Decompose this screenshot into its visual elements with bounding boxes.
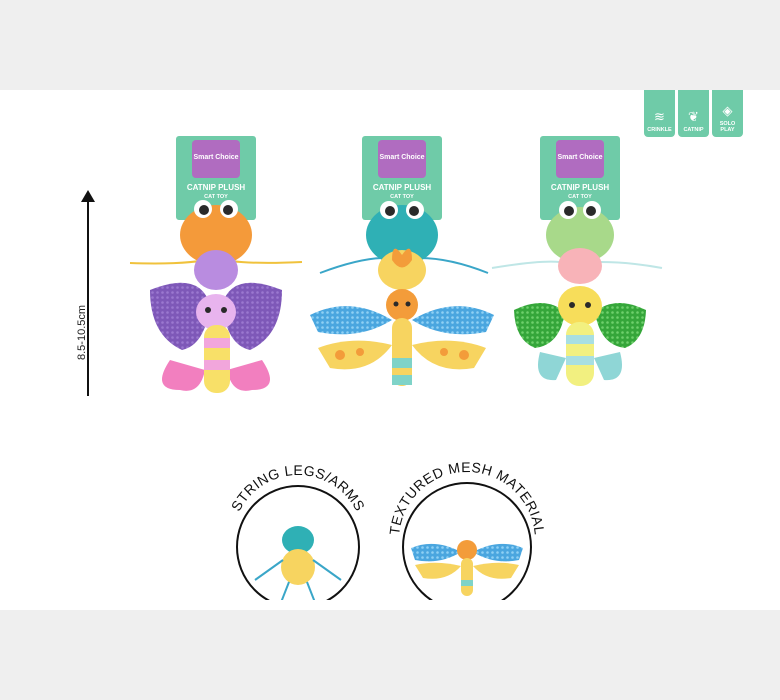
brand-logo: Smart Choice xyxy=(193,154,238,161)
cat-icon: ◈ xyxy=(722,103,733,118)
height-arrow xyxy=(78,190,98,396)
product-title: CATNIP PLUSH xyxy=(373,183,432,192)
toy-butterfly: Smart Choice CATNIP PLUSH CAT TOY xyxy=(129,136,303,393)
badge-label: CATNIP xyxy=(683,127,704,133)
callout-mesh-material: TEXTURED MESH MATERIAL xyxy=(386,459,547,600)
badge-solo-play: ◈ SOLO PLAY xyxy=(712,90,743,137)
toy-dragonfly: Smart Choice CATNIP PLUSH CAT TOY xyxy=(310,136,494,386)
product-stage: ≋ CRINKLE ❦ CATNIP ◈ SOLO PLAY 8.5-10.5c… xyxy=(0,90,780,610)
product-subtitle: CAT TOY xyxy=(390,194,414,200)
brand-logo: Smart Choice xyxy=(557,154,602,161)
product-subtitle: CAT TOY xyxy=(568,194,592,200)
product-title: CATNIP PLUSH xyxy=(551,183,610,192)
badge-catnip: ❦ CATNIP xyxy=(678,90,709,137)
leaf-icon: ❦ xyxy=(688,109,699,124)
brand-logo: Smart Choice xyxy=(379,154,424,161)
wave-lines-icon: ≋ xyxy=(654,109,665,124)
product-subtitle: CAT TOY xyxy=(204,194,228,200)
badge-label: CRINKLE xyxy=(647,127,672,133)
feature-badges: ≋ CRINKLE ❦ CATNIP ◈ SOLO PLAY xyxy=(644,90,743,137)
detail-callouts: STRING LEGS/ARMS TEXTURED MESH MATERIAL xyxy=(228,459,547,600)
callout-string-legs: STRING LEGS/ARMS xyxy=(228,462,368,600)
product-title: CATNIP PLUSH xyxy=(187,183,246,192)
badge-crinkle: ≋ CRINKLE xyxy=(644,90,675,137)
toy-bee: Smart Choice CATNIP PLUSH CAT TOY xyxy=(491,136,663,386)
badge-label: SOLO PLAY xyxy=(719,121,736,133)
toy-illustrations: Smart Choice CATNIP PLUSH CAT TOY Smart … xyxy=(129,136,663,393)
